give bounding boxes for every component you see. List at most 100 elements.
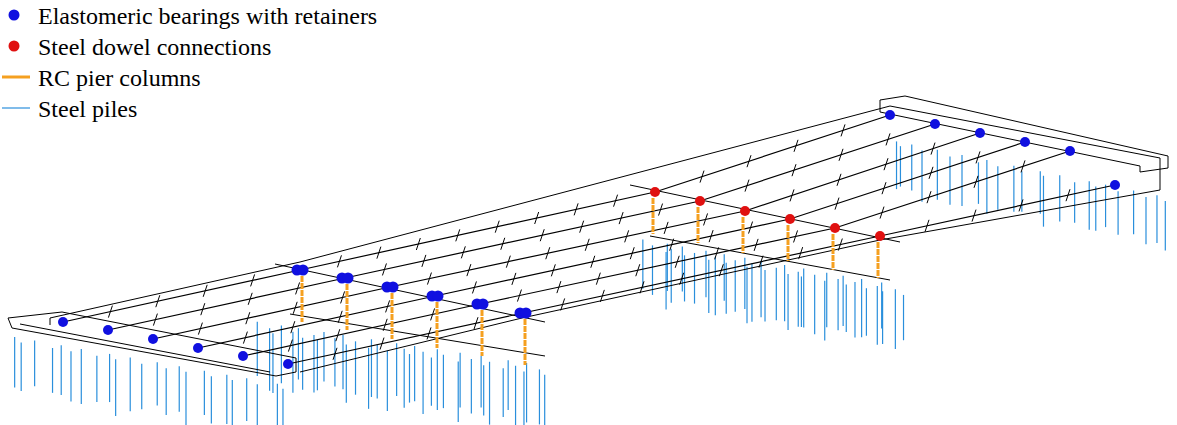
cross-frame	[680, 273, 684, 285]
steel-pile	[861, 279, 862, 337]
steel-pile	[882, 291, 883, 344]
steel-pile	[313, 335, 314, 393]
cross-frame	[835, 198, 839, 210]
cross-frame	[630, 247, 634, 259]
steel-pile	[317, 340, 318, 390]
steel-pile	[1156, 195, 1157, 243]
cross-frame	[700, 171, 704, 183]
steel-pile	[204, 371, 205, 415]
steel-pile	[431, 357, 432, 405]
steel-pile	[81, 349, 82, 404]
deck-edge	[50, 106, 1160, 372]
steel-pile	[272, 333, 273, 393]
cross-frame	[976, 151, 980, 163]
steel-pile	[437, 349, 438, 410]
cross-frame	[383, 319, 387, 331]
cross-frame	[246, 312, 250, 324]
bearing	[930, 119, 940, 129]
steel-pile	[814, 275, 815, 335]
steel-pile	[526, 363, 527, 422]
cross-frame	[972, 210, 976, 222]
cross-frame	[754, 239, 758, 251]
bearing	[388, 282, 399, 293]
cross-frame	[461, 246, 465, 258]
steel-pile	[166, 368, 167, 415]
cross-frame	[799, 247, 803, 259]
steel-pile	[652, 245, 653, 295]
cross-frame	[719, 264, 723, 276]
steel-pile	[837, 279, 838, 330]
cross-frame	[619, 212, 623, 224]
steel-pile	[826, 273, 827, 328]
cross-frame	[574, 203, 578, 215]
cross-frame	[880, 207, 884, 219]
steel-pile	[900, 146, 901, 186]
cross-frame	[153, 314, 157, 326]
steel-pile	[481, 356, 482, 408]
cross-frame	[422, 255, 426, 267]
pier-column	[877, 242, 880, 278]
pier-footing	[290, 314, 545, 356]
cross-frame	[201, 303, 205, 315]
cross-frame	[704, 213, 708, 225]
legend-entry: Elastomeric bearings with retainers	[0, 2, 520, 32]
bearing	[885, 110, 895, 120]
abutment	[8, 312, 296, 376]
cross-frame	[715, 247, 719, 259]
steel-pile	[61, 345, 62, 395]
girder	[63, 115, 890, 322]
cross-frame	[467, 264, 471, 276]
pier-column	[301, 276, 304, 322]
cross-frame	[925, 220, 929, 232]
steel-pile	[523, 372, 524, 425]
pier-column	[524, 319, 527, 365]
steel-pile	[269, 328, 270, 391]
cross-frame	[591, 256, 595, 268]
cross-frame	[1066, 189, 1070, 201]
cross-frame	[749, 222, 753, 234]
steel-pile	[1133, 190, 1134, 234]
bearing	[238, 351, 248, 361]
steel-pile	[232, 380, 233, 425]
steel-pile	[409, 354, 410, 403]
cross-frame	[338, 311, 342, 323]
bearing	[1110, 180, 1120, 190]
cross-frame	[931, 143, 935, 155]
steel-pile	[1089, 181, 1090, 230]
pier-cap	[275, 264, 545, 322]
bearing	[283, 359, 293, 369]
cross-frame	[512, 273, 516, 285]
steel-pile	[70, 351, 71, 401]
bearing	[343, 273, 354, 284]
cross-frame	[670, 239, 674, 251]
dowel	[695, 196, 705, 206]
steel-pile	[1165, 201, 1166, 250]
cross-frame	[472, 281, 476, 293]
girder	[243, 151, 1070, 356]
steel-pile	[911, 145, 912, 191]
steel-pile	[346, 344, 347, 402]
cross-frame	[427, 273, 431, 285]
steel-pile	[157, 362, 158, 405]
cross-frame	[1021, 160, 1025, 172]
pier-column	[787, 225, 790, 261]
cross-frame	[794, 230, 798, 242]
cross-frame	[501, 238, 505, 250]
cross-frame	[659, 204, 663, 216]
steel-pile	[387, 351, 388, 411]
cross-frame	[495, 221, 499, 233]
steel-pile	[334, 338, 335, 386]
steel-pile	[404, 349, 405, 408]
pier-column	[742, 217, 745, 253]
steel-pile	[735, 260, 736, 311]
cross-frame	[291, 321, 295, 333]
legend-entry: Steel piles	[0, 95, 520, 125]
steel-pile	[396, 343, 397, 396]
steel-pile	[371, 339, 372, 397]
cross-frame	[248, 293, 252, 305]
steel-pile	[708, 260, 709, 313]
cross-frame	[557, 281, 561, 293]
cross-frame	[640, 281, 644, 293]
cross-frame	[108, 306, 112, 318]
